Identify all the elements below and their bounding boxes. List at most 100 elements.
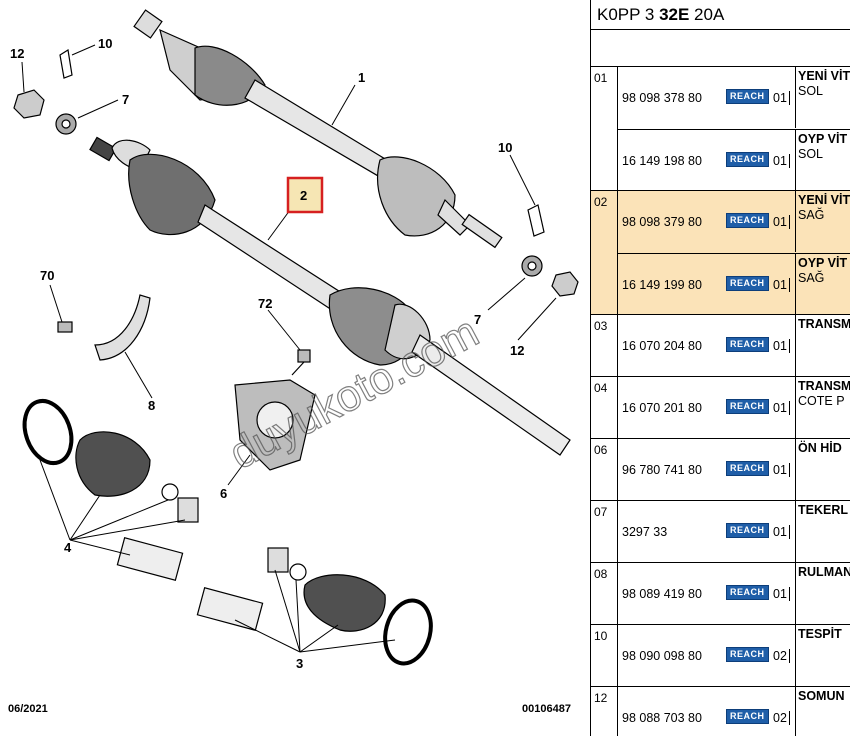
drive-shaft-left[interactable]	[133, 9, 503, 249]
diagram-reference: 00106487	[522, 703, 571, 715]
clip-10-right[interactable]	[527, 204, 545, 237]
column-divider	[795, 377, 796, 438]
table-header-row	[591, 30, 850, 67]
part-reference[interactable]: 16 070 204 80	[622, 339, 702, 353]
part-reference[interactable]: 16 070 201 80	[622, 401, 702, 415]
part-description: ÖN HİD	[798, 441, 842, 455]
diagram-svg: 1 2 3 4 6 7 7 8 10 10 12 12 70 72 duyuko…	[8, 9, 579, 715]
reach-badge: REACH	[726, 89, 769, 104]
callout-7-right[interactable]: 7	[474, 312, 481, 327]
bearing-7-left[interactable]	[55, 113, 77, 135]
reach-badge: REACH	[726, 152, 769, 167]
part-reference[interactable]: 3297 33	[622, 525, 668, 539]
callout-12-left[interactable]: 12	[10, 46, 24, 61]
part-description: TRANSM	[798, 317, 850, 331]
callout-10-left[interactable]: 10	[98, 36, 112, 51]
part-quantity: 01	[773, 215, 790, 229]
part-reference[interactable]: 96 780 741 80	[622, 463, 702, 477]
position-number: 08	[591, 563, 618, 624]
callout-7-left[interactable]: 7	[122, 92, 129, 107]
callout-1[interactable]: 1	[358, 70, 365, 85]
part-quantity: 02	[773, 649, 790, 663]
nut-12-left[interactable]	[13, 89, 45, 119]
table-title: K0PP 3 32E 20A	[591, 0, 850, 30]
reach-badge: REACH	[726, 461, 769, 476]
column-divider	[795, 191, 796, 252]
part-reference[interactable]: 98 090 098 80	[622, 649, 702, 663]
callout-2[interactable]: 2	[300, 188, 307, 203]
callout-6[interactable]: 6	[220, 486, 227, 501]
boot-kit-3[interactable]	[196, 547, 437, 669]
part-quantity: 01	[773, 587, 790, 601]
bolt-70[interactable]	[57, 321, 73, 333]
part-quantity: 01	[773, 401, 790, 415]
callout-3[interactable]: 3	[296, 656, 303, 671]
position-number: 10	[591, 625, 618, 686]
column-divider	[795, 67, 796, 128]
part-reference[interactable]: 98 098 379 80	[622, 215, 702, 229]
part-reference[interactable]: 98 088 703 80	[622, 711, 702, 725]
column-divider	[795, 687, 796, 736]
part-entry[interactable]: 98 090 098 80 REACH 02 TESPİT	[618, 625, 850, 686]
part-reference[interactable]: 98 089 419 80	[622, 587, 702, 601]
table-row[interactable]: 10 98 090 098 80 REACH 02 TESPİT	[591, 625, 850, 687]
part-reference[interactable]: 16 149 199 80	[622, 278, 702, 292]
callout-4[interactable]: 4	[64, 540, 72, 555]
part-quantity: 01	[773, 278, 790, 292]
position-number: 12	[591, 687, 618, 736]
nut-12-right[interactable]	[551, 271, 579, 297]
part-quantity: 01	[773, 339, 790, 353]
callout-10-right[interactable]: 10	[498, 140, 512, 155]
part-reference[interactable]: 16 149 198 80	[622, 154, 702, 168]
boot-kit-4[interactable]	[16, 394, 199, 582]
part-quantity: 01	[773, 463, 790, 477]
part-quantity: 01	[773, 525, 790, 539]
bearing-support-6[interactable]	[234, 379, 316, 471]
callout-8[interactable]: 8	[148, 398, 155, 413]
drive-shaft-right[interactable]	[89, 136, 571, 456]
column-divider	[795, 315, 796, 376]
bolt-72[interactable]	[291, 349, 311, 376]
part-reference[interactable]: 98 098 378 80	[622, 91, 702, 105]
part-quantity: 01	[773, 154, 790, 168]
column-divider	[795, 439, 796, 500]
column-divider	[795, 563, 796, 624]
clip-10-left[interactable]	[59, 49, 73, 79]
reach-badge: REACH	[726, 276, 769, 291]
reach-badge: REACH	[726, 647, 769, 662]
bearing-7-right[interactable]	[521, 255, 543, 277]
callout-70[interactable]: 70	[40, 268, 54, 283]
reach-badge: REACH	[726, 709, 769, 724]
part-description: TESPİT	[798, 627, 842, 641]
callout-12-right[interactable]: 12	[510, 343, 524, 358]
part-quantity: 02	[773, 711, 790, 725]
callout-72[interactable]: 72	[258, 296, 272, 311]
part-entry[interactable]: 96 780 741 80 REACH 01 ÖN HİD	[618, 439, 850, 500]
position-number: 07	[591, 501, 618, 562]
part-description: TEKERL	[798, 503, 848, 517]
bracket-8[interactable]	[94, 294, 151, 361]
part-quantity: 01	[773, 91, 790, 105]
